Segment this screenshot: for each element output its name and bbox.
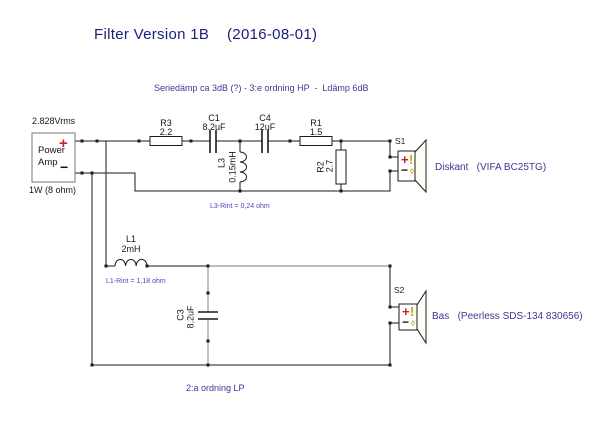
speaker-s2-warning-icon: ! (410, 304, 415, 319)
speaker-s1-label: S1 (395, 136, 406, 146)
inductor-l3-rint-note: L3-Rint = 0,24 ohm (210, 203, 270, 210)
speaker-s2-caption: Bas (Peerless SDS-134 830656) (432, 311, 583, 322)
inductor-l3-coil (239, 151, 247, 183)
speaker-s1-warning-icon: ! (409, 152, 414, 167)
wires-highlighted-net (207, 265, 390, 365)
speaker-s1-plus: + (401, 152, 409, 167)
inductor-l1-rint-note: L1-Rint = 1,18 ohm (106, 278, 166, 285)
speaker-s1-minus: − (401, 163, 409, 177)
inductor-l1-value: 2mH (121, 244, 141, 254)
amp-name-line1: Power (38, 145, 65, 156)
inductor-l3-name: L3 (216, 157, 227, 169)
capacitor-c3-name: C3 (175, 309, 186, 321)
lp-order-note: 2:a ordning LP (186, 383, 245, 393)
power-amp-box (31, 132, 76, 183)
junction-dots (80, 139, 392, 367)
speaker-s2-label: S2 (394, 285, 405, 295)
wire-s2-leads (389, 266, 399, 365)
speaker-s1-diamond-icon: ◊ (410, 167, 414, 176)
inductor-l3-value: 0.15mH (227, 151, 238, 183)
amp-voltage-label: 2.828Vrms (32, 116, 76, 126)
capacitor-c1-value: 8.2uF (202, 122, 226, 132)
speaker-s1-caption: Diskant (VIFA BC25TG) (435, 162, 547, 173)
speaker-s2-icon (398, 289, 427, 345)
amp-minus-terminal: − (60, 159, 69, 175)
capacitor-c4-value: 12uF (254, 122, 276, 132)
speaker-s1-icon (397, 138, 427, 194)
resistor-r1-value: 1.5 (309, 127, 323, 137)
capacitor-c3-value: 8.2uF (185, 305, 196, 329)
page-title: Filter Version 1B (2016-08-01) (94, 26, 318, 43)
wires (75, 140, 399, 366)
capacitor-c3-plates (198, 311, 218, 320)
capacitor-c1-plates (209, 130, 217, 153)
speaker-s2-diamond-icon: ◊ (411, 319, 415, 328)
amp-name-line2: Amp (38, 157, 58, 168)
resistor-r2-value: 2.7 (324, 159, 335, 173)
inductor-l1-name: L1 (125, 234, 137, 244)
inductor-l1-coil (114, 258, 148, 267)
resistor-r1-body (299, 136, 333, 146)
resistor-r3-body (149, 136, 183, 146)
resistor-r2-body (335, 149, 347, 185)
capacitor-c4-name: C4 (259, 113, 271, 123)
amp-plus-terminal: + (59, 135, 68, 152)
wire-hp-return (75, 171, 391, 192)
capacitor-c1-name: C1 (208, 113, 220, 123)
capacitor-c4-plates (261, 130, 269, 153)
speaker-s2-minus: − (402, 315, 410, 329)
resistor-r1-name: R1 (310, 118, 322, 128)
resistor-r3-name: R3 (160, 118, 172, 128)
amp-power-note: 1W (8 ohm) (29, 185, 77, 195)
filter-description: Seriedämp ca 3dB (?) - 3:e ordning HP - … (154, 83, 369, 93)
resistor-r3-value: 2.2 (159, 127, 173, 137)
speaker-s2-plus: + (402, 304, 410, 319)
